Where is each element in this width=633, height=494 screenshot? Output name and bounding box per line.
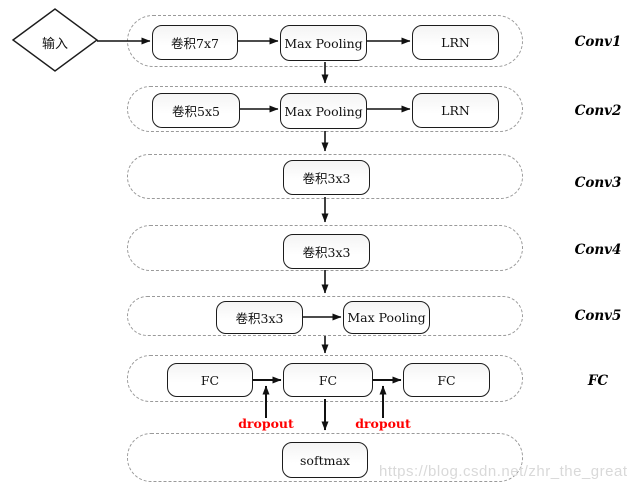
input-label: 输入 (41, 37, 68, 52)
node-conv1-kernel7x7: 卷积7x7 (152, 25, 238, 60)
node-fc3: FC (403, 363, 490, 397)
node-conv2-lrn: LRN (412, 93, 499, 128)
node-conv1-lrn: LRN (412, 25, 499, 60)
row-label-fc: FC (587, 373, 609, 389)
row-label-conv1: Conv1 (574, 34, 622, 50)
row-label-conv3: Conv3 (574, 175, 622, 191)
row-label-conv4: Conv4 (574, 242, 622, 258)
node-conv2-kernel5x5: 卷积5x5 (152, 93, 240, 128)
node-fc2: FC (283, 363, 373, 397)
node-fc1: FC (167, 363, 253, 397)
node-softmax: softmax (282, 442, 368, 478)
csdn-watermark: https://blog.csdn.net/zhr_the_great (379, 463, 628, 480)
node-conv2-maxpooling: Max Pooling (280, 93, 367, 129)
stage-softmax (127, 433, 523, 482)
row-label-conv2: Conv2 (574, 103, 622, 119)
node-conv5-maxpooling: Max Pooling (343, 301, 430, 334)
node-conv1-maxpooling: Max Pooling (280, 25, 367, 61)
node-conv5-kernel3x3: 卷积3x3 (216, 301, 303, 334)
node-conv4-kernel3x3: 卷积3x3 (283, 234, 370, 269)
row-label-conv5: Conv5 (574, 308, 622, 324)
input-diamond-shape (11, 8, 99, 72)
dropout-label-right: dropout (355, 416, 411, 431)
dropout-label-left: dropout (238, 416, 294, 431)
stage-conv5 (127, 296, 523, 336)
node-conv3-kernel3x3: 卷积3x3 (283, 160, 370, 195)
